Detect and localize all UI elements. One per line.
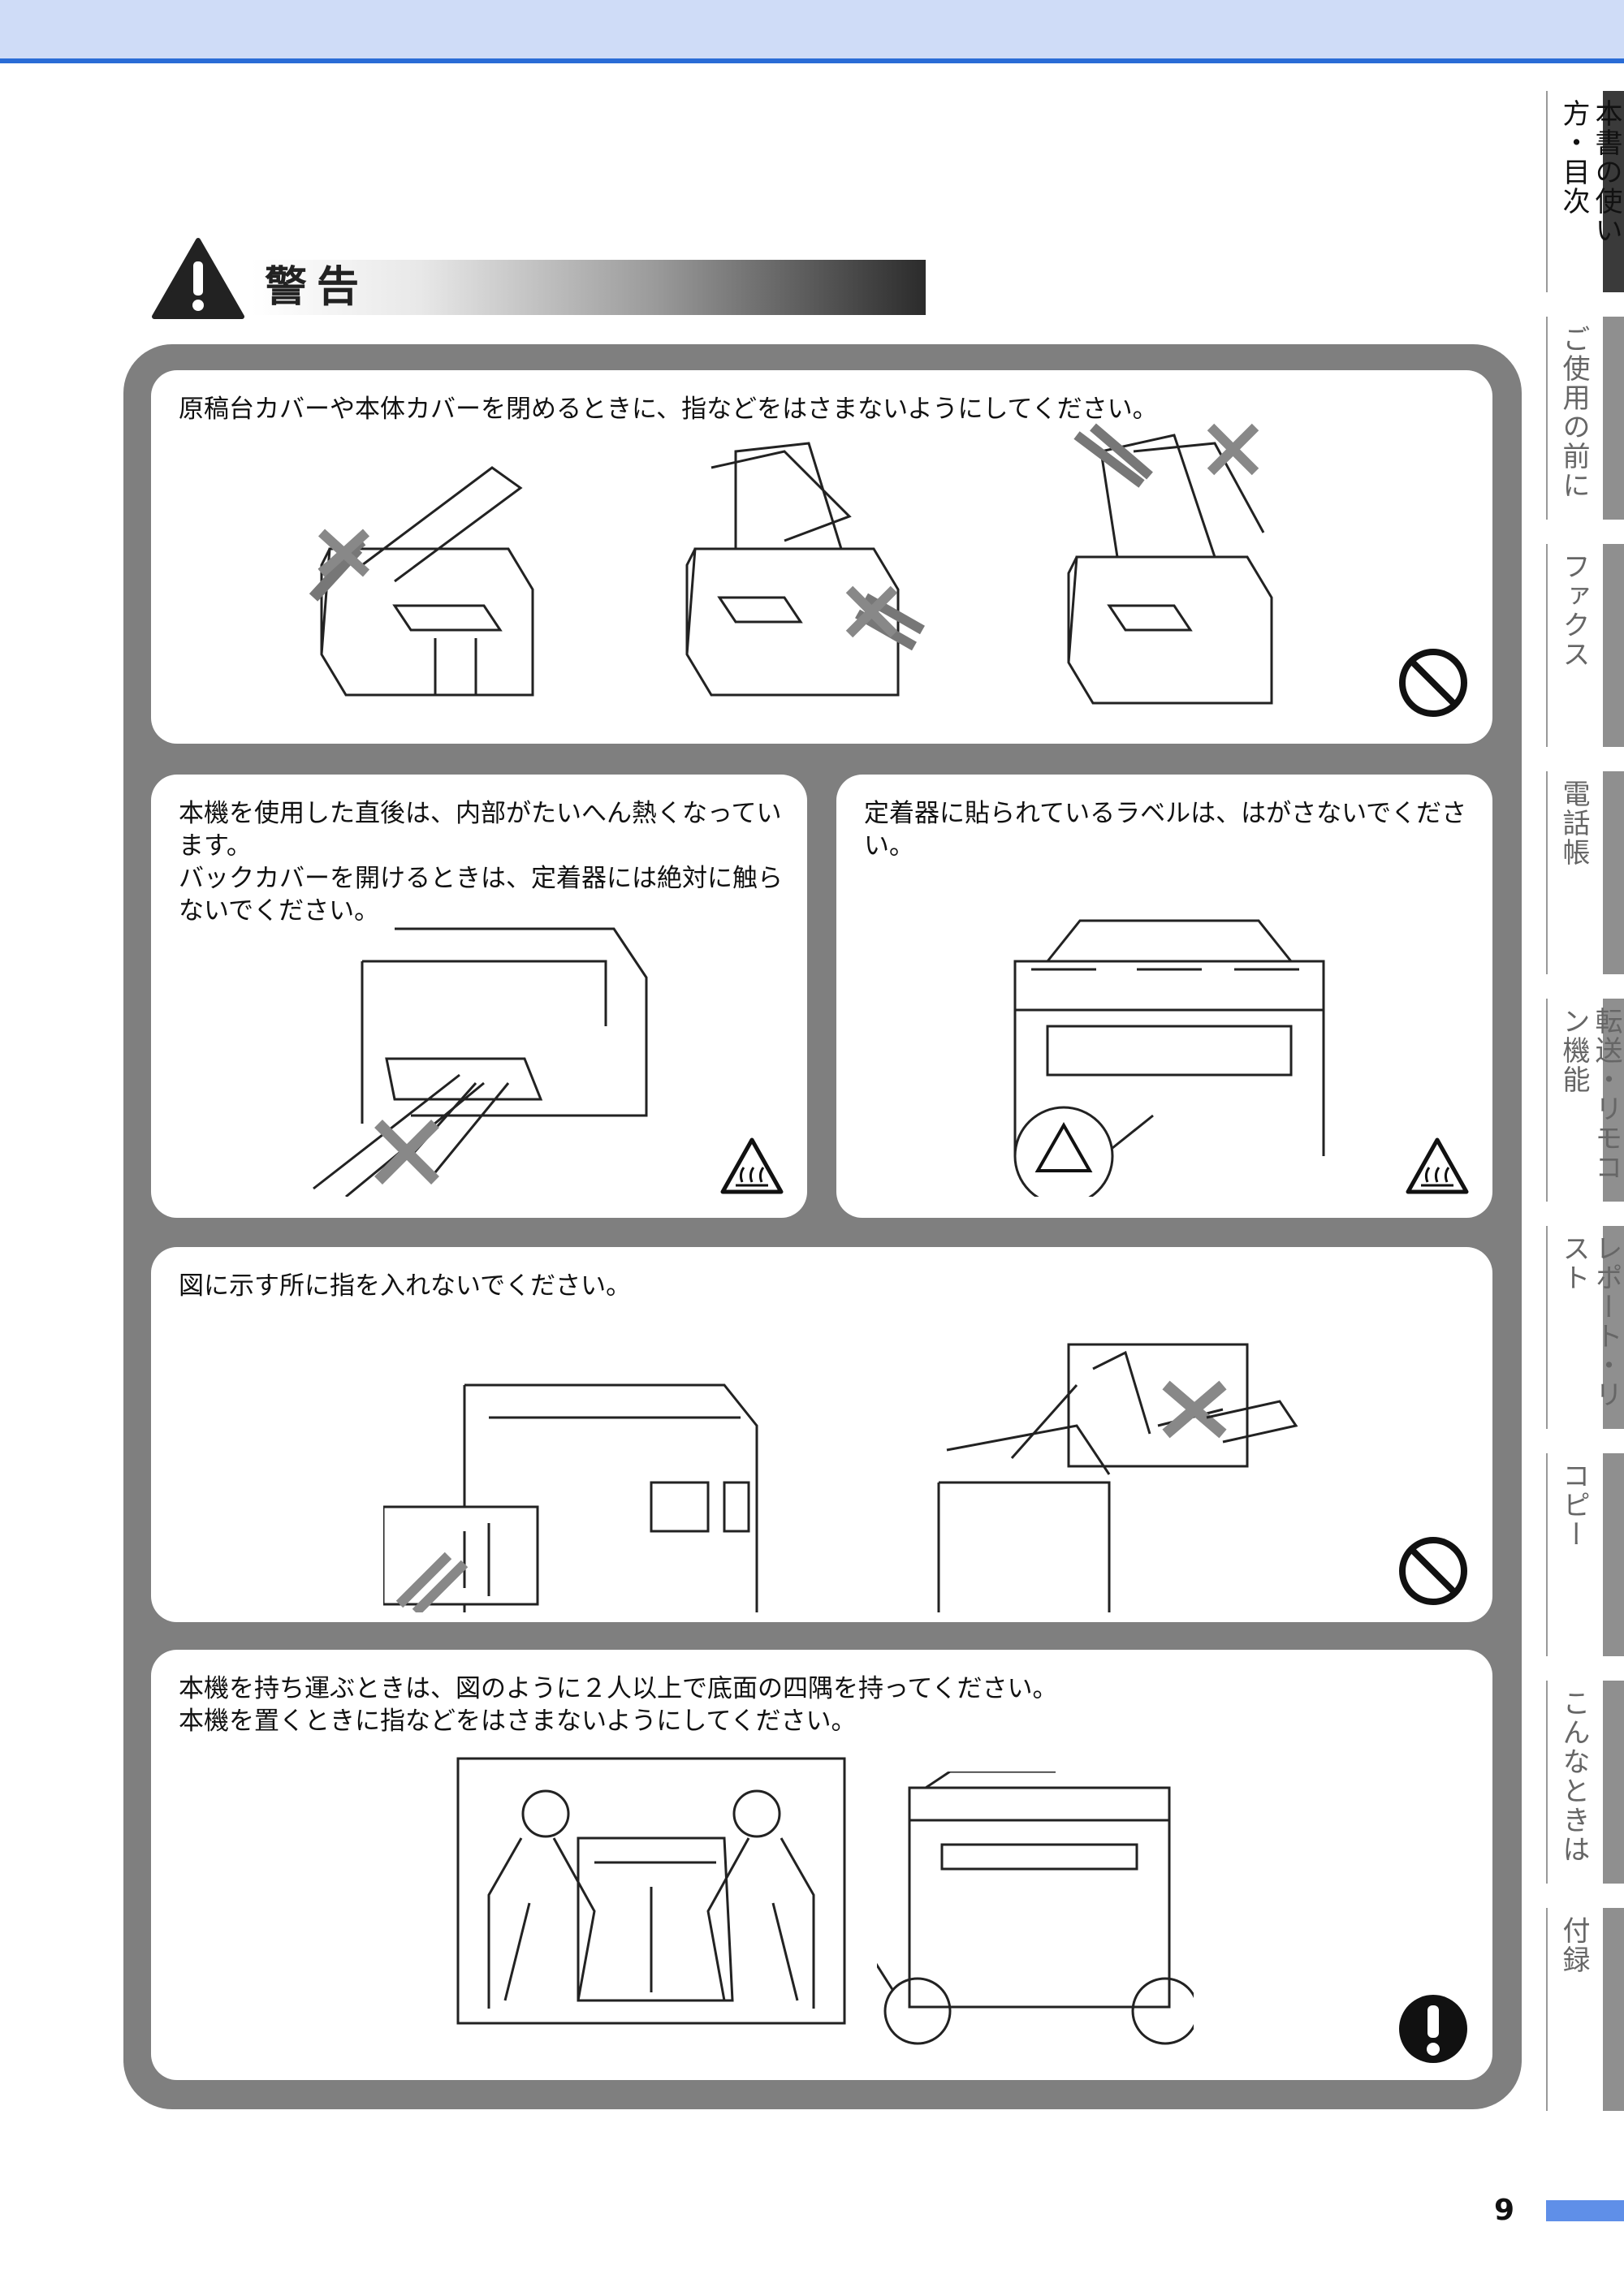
warning-title: 警告 [265,263,369,312]
warning-gradient-bar [252,260,926,315]
tab-before-use[interactable]: ご使用の前に [1546,317,1624,520]
mandatory-icon [1399,1995,1467,2063]
tab-bar [1603,1681,1624,1884]
panel-line: 本機を使用した直後は、内部がたいへん熱くなってい [179,799,782,828]
panel-line: 原稿台カバーや本体カバーを閉めるときに、指などをはさまないようにしてください。 [179,395,1158,424]
panel-line: 本機を置くときに指などをはさまないようにしてください。 [179,1707,857,1736]
corner-grip-illustration [877,1772,1194,2045]
tab-bar [1603,544,1624,747]
tab-fax[interactable]: ファクス [1546,544,1624,747]
panel-text: 本機を使用した直後は、内部がたいへん熱くなってい ます。 バックカバーを開けると… [179,797,783,927]
tab-label: 電話帳 [1557,779,1590,867]
adf-open-illustration [937,1343,1298,1612]
tab-intro-contents[interactable]: 本書の使い方・目次 [1546,91,1624,292]
panel-fuser-label: 定着器に貼られているラベルは、はがさないでくださ い。 [836,775,1492,1218]
tab-bar [1603,1226,1624,1429]
tab-bar [1603,771,1624,974]
printer-lid-illustration-3 [1067,423,1273,705]
printer-lid-illustration-2 [685,442,925,697]
panel-text: 図に示す所に指を入れないでください。 [179,1270,631,1302]
tab-label: コピー [1557,1461,1590,1549]
top-band [0,0,1624,63]
tab-bar [1603,1908,1624,2111]
tab-label: ご使用の前に [1557,325,1590,500]
panel-cover-closing: 原稿台カバーや本体カバーを閉めるときに、指などをはさまないようにしてください。 [151,370,1492,744]
warning-header: 警告 [151,237,926,320]
tab-label: ファクス [1557,552,1590,669]
panel-finger-areas: 図に示す所に指を入れないでください。 [151,1247,1492,1622]
panel-line: ないでください。 [179,896,380,926]
tab-report-list[interactable]: レポート・リスト [1546,1226,1624,1429]
tab-bar [1603,317,1624,520]
printer-lid-illustration-1 [309,466,534,697]
tab-troubleshooting[interactable]: こんなときは [1546,1681,1624,1884]
prohibition-icon [1399,649,1467,717]
page-number-bar [1546,2200,1624,2221]
warning-triangle-icon [152,238,244,319]
tab-appendix[interactable]: 付録 [1546,1908,1624,2111]
prohibition-icon [1399,1537,1467,1605]
fuser-open-illustration [1013,919,1325,1197]
tab-label: 付録 [1557,1916,1590,1974]
tab-label: こんなときは [1557,1689,1590,1864]
panel-carrying: 本機を持ち運ぶときは、図のように２人以上で底面の四隅を持ってください。 本機を置… [151,1650,1492,2080]
panel-hot-interior: 本機を使用した直後は、内部がたいへん熱くなってい ます。 バックカバーを開けると… [151,775,807,1218]
panel-line: 定着器に貼られているラベルは、はがさないでくださ [864,799,1467,828]
tab-phonebook[interactable]: 電話帳 [1546,771,1624,974]
panel-text: 定着器に貼られているラベルは、はがさないでくださ い。 [864,797,1466,862]
tab-bar [1603,1453,1624,1656]
tab-label: 本書の使い方・目次 [1557,99,1622,245]
panel-line: バックカバーを開けるときは、定着器には絶対に触ら [179,864,783,893]
tab-label: 転送・リモコン機能 [1557,1007,1622,1182]
panel-text: 本機を持ち運ぶときは、図のように２人以上で底面の四隅を持ってください。 本機を置… [179,1672,1058,1737]
tab-label: レポート・リスト [1557,1234,1622,1409]
back-cover-illustration [313,927,648,1197]
panel-line: ます。 [179,831,252,861]
tab-copy[interactable]: コピー [1546,1453,1624,1656]
two-person-carry-illustration [456,1757,846,2025]
tab-forward-remote[interactable]: 転送・リモコン機能 [1546,999,1624,1202]
panel-text: 原稿台カバーや本体カバーを閉めるときに、指などをはさまないようにしてください。 [179,393,1158,425]
panel-line: 図に示す所に指を入れないでください。 [179,1271,632,1301]
hot-surface-icon [720,1137,784,1194]
rear-view-illustration [383,1383,758,1612]
panel-line: 本機を持ち運ぶときは、図のように２人以上で底面の四隅を持ってください。 [179,1674,1058,1703]
tab-bar [1603,91,1624,292]
page-number: 9 [1494,2194,1515,2227]
tab-bar [1603,999,1624,1202]
panel-line: い。 [864,831,914,861]
hot-surface-icon [1406,1137,1469,1194]
